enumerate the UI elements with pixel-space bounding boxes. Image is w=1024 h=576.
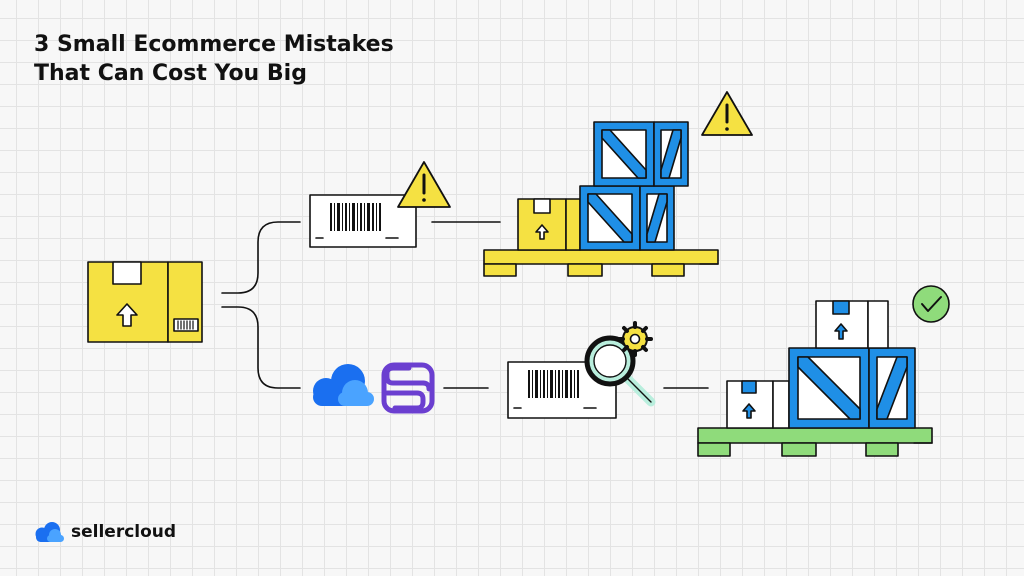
crate-icon (868, 347, 916, 429)
connector-lines (221, 221, 709, 389)
crate-icon (579, 185, 641, 251)
title-line-1: 3 Small Ecommerce Mistakes (34, 32, 394, 57)
magnifier-icon (584, 335, 656, 407)
barcode-icon (309, 194, 417, 248)
cloud-icon (35, 522, 64, 542)
crate-icon (788, 347, 870, 429)
package-icon (517, 198, 581, 251)
checkmark-icon (912, 285, 950, 323)
warning-icon (701, 91, 753, 136)
pallet-stack-correct (697, 285, 950, 457)
branch-connector (221, 221, 301, 294)
pallet-stack-mistake (483, 91, 753, 277)
stack-logo-icon (381, 362, 435, 414)
package-icon (726, 380, 790, 429)
package-icon (815, 300, 889, 349)
brand-logo: sellercloud (34, 519, 176, 545)
gear-icon (617, 321, 653, 357)
branch-connector (221, 306, 301, 389)
warning-icon (397, 161, 451, 208)
barcode-label (309, 161, 451, 248)
crate-icon (593, 121, 655, 187)
pallet-icon (483, 249, 719, 277)
package-icon (87, 261, 203, 343)
page-title: 3 Small Ecommerce Mistakes That Can Cost… (34, 30, 394, 88)
crate-icon (639, 185, 675, 251)
barcode-label (507, 321, 656, 419)
crate-icon (653, 121, 689, 187)
title-line-2: That Can Cost You Big (34, 61, 307, 86)
pallet-icon (697, 427, 933, 457)
brand-name: sellercloud (71, 522, 177, 542)
cloud-icon (313, 364, 374, 406)
